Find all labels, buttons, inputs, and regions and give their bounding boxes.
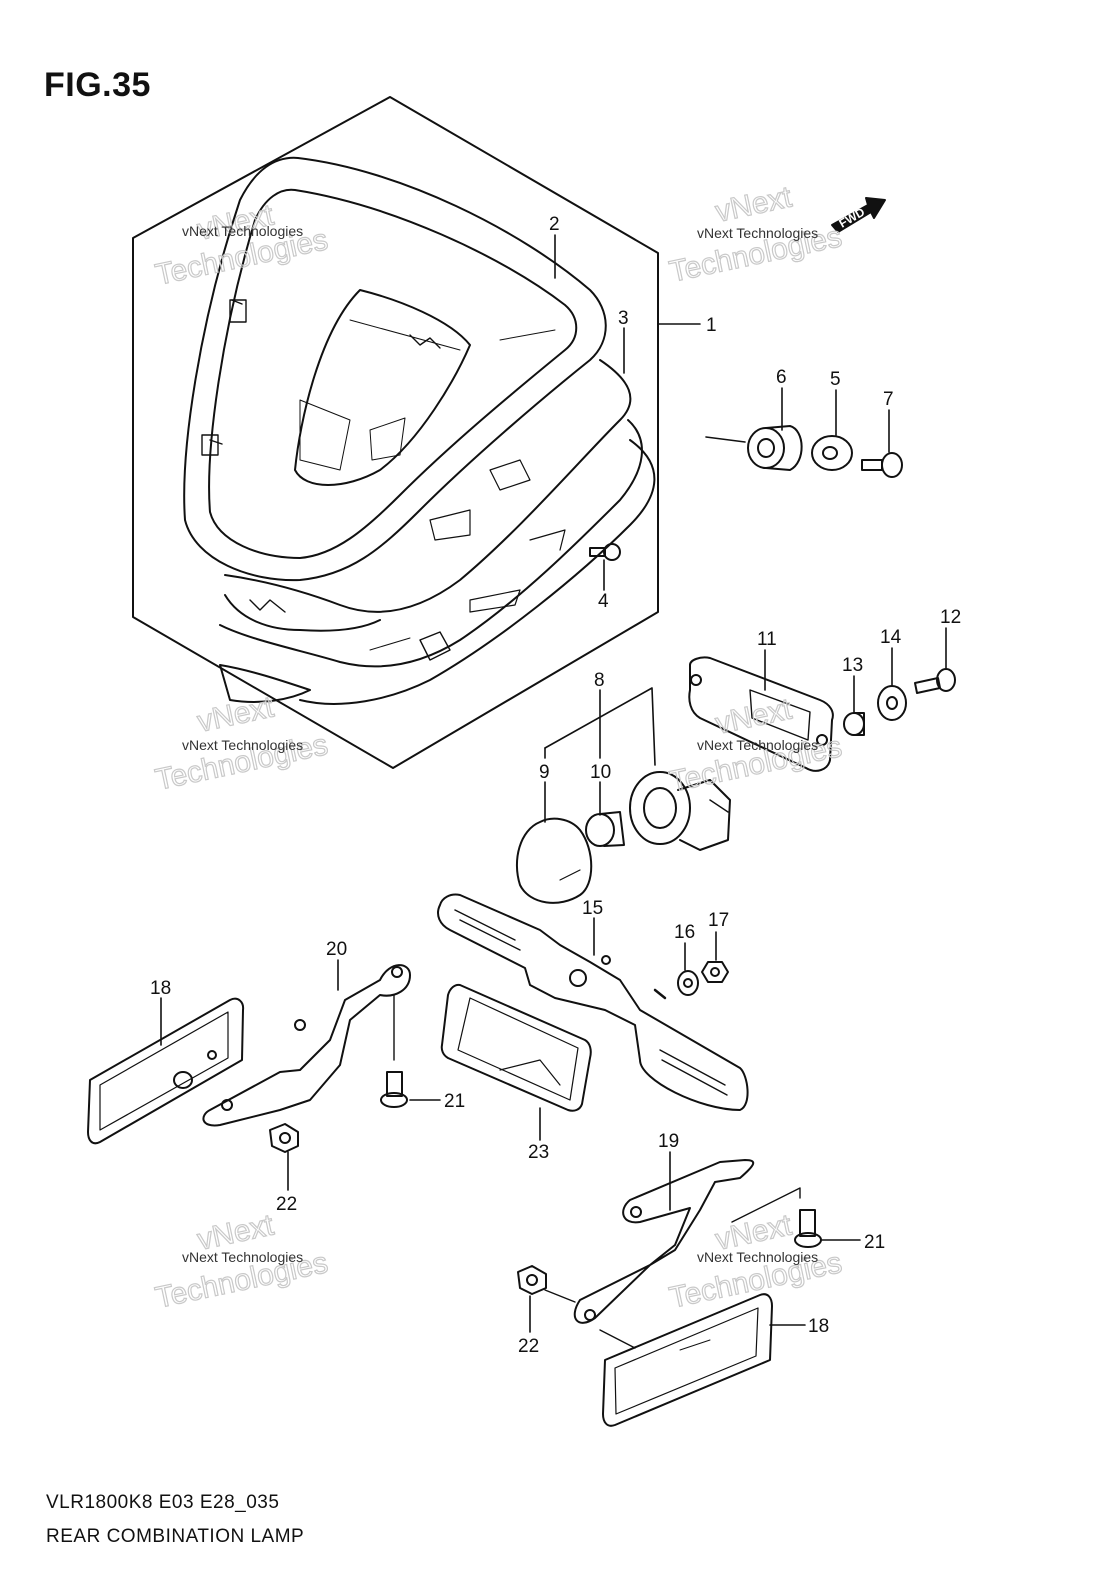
callout-20: 20 <box>326 939 347 960</box>
part-18-reflector-right <box>602 1293 773 1427</box>
watermark-text: vNext Technologies <box>697 225 818 241</box>
part-21-bolt-right <box>794 1209 822 1248</box>
watermark-text: vNext Technologies <box>182 737 303 753</box>
watermark-text: vNext Technologies <box>697 1249 818 1265</box>
model-code-caption: VLR1800K8 E03 E28_035 <box>46 1492 280 1513</box>
part-21-bolt-left <box>380 1071 408 1108</box>
part-19-reflector-bracket <box>573 1159 755 1324</box>
part-17-nut <box>701 961 729 983</box>
part-16-washer <box>677 970 699 996</box>
lamp-lens-housing <box>183 156 607 582</box>
callout-19: 19 <box>658 1131 679 1152</box>
part-13-collar <box>843 712 865 736</box>
figure-title: FIG.35 <box>44 66 151 104</box>
leader-line-assembly-to-grommet <box>705 436 746 443</box>
part-14-washer <box>877 685 907 721</box>
part-11-bracket <box>688 656 834 772</box>
callout-5: 5 <box>830 369 841 390</box>
callout-9: 9 <box>539 762 550 783</box>
leader-line-9-group <box>544 687 656 766</box>
callout-10: 10 <box>590 762 611 783</box>
part-15-license-bracket <box>437 893 749 1111</box>
svg-text:vNext: vNext <box>713 692 796 740</box>
callout-8: 8 <box>594 670 605 691</box>
assembly-outline-hexagon <box>132 96 659 769</box>
part-5-washer <box>811 435 853 471</box>
callout-22-right: 22 <box>518 1336 539 1357</box>
part-12-bolt <box>914 668 956 694</box>
lamp-base-body <box>219 359 656 705</box>
svg-text:vNext: vNext <box>195 690 278 738</box>
part-22-nut-left <box>269 1123 299 1153</box>
callout-6: 6 <box>776 367 787 388</box>
part-22-nut-right <box>517 1265 547 1295</box>
callout-1: 1 <box>706 315 717 336</box>
callout-15: 15 <box>582 898 603 919</box>
callout-11: 11 <box>757 629 777 650</box>
watermark-text: vNext Technologies <box>182 223 303 239</box>
callout-13: 13 <box>842 655 863 676</box>
watermark-text: vNext Technologies <box>182 1249 303 1265</box>
callout-21-left: 21 <box>444 1091 465 1112</box>
callout-7: 7 <box>883 389 894 410</box>
part-4-screw <box>589 543 621 561</box>
part-name-caption: REAR COMBINATION LAMP <box>46 1526 305 1547</box>
callout-3: 3 <box>618 308 629 329</box>
callout-18-left: 18 <box>150 978 171 999</box>
forward-direction-arrow-icon <box>831 197 886 233</box>
callout-labels: 2 3 1 6 5 7 4 12 11 14 13 8 10 9 15 17 1… <box>150 214 961 1357</box>
watermark-group: vNext Technologies vNext Technologies vN… <box>152 180 845 1316</box>
callout-12: 12 <box>940 607 961 628</box>
callout-16: 16 <box>674 922 695 943</box>
callout-14: 14 <box>880 627 902 648</box>
part-8-socket <box>629 771 731 851</box>
callout-21-right: 21 <box>864 1232 885 1253</box>
part-20-reflector-bracket <box>202 964 411 1127</box>
callout-2: 2 <box>549 214 560 235</box>
part-23-reflector-center <box>440 983 592 1112</box>
part-7-bolt <box>861 452 903 478</box>
exploded-parts-diagram: vNext Technologies vNext Technologies vN… <box>87 96 961 1427</box>
callout-18-right: 18 <box>808 1316 829 1337</box>
part-6-grommet <box>747 425 803 471</box>
callout-17: 17 <box>708 910 729 931</box>
part-18-reflector-left <box>87 997 245 1145</box>
svg-text:vNext: vNext <box>713 180 796 228</box>
callout-22-left: 22 <box>276 1194 297 1215</box>
part-10-bulb <box>585 811 625 847</box>
part-9-lens <box>515 817 593 904</box>
callout-23: 23 <box>528 1142 549 1163</box>
callout-4: 4 <box>598 591 609 612</box>
watermark-text: vNext Technologies <box>697 737 818 753</box>
